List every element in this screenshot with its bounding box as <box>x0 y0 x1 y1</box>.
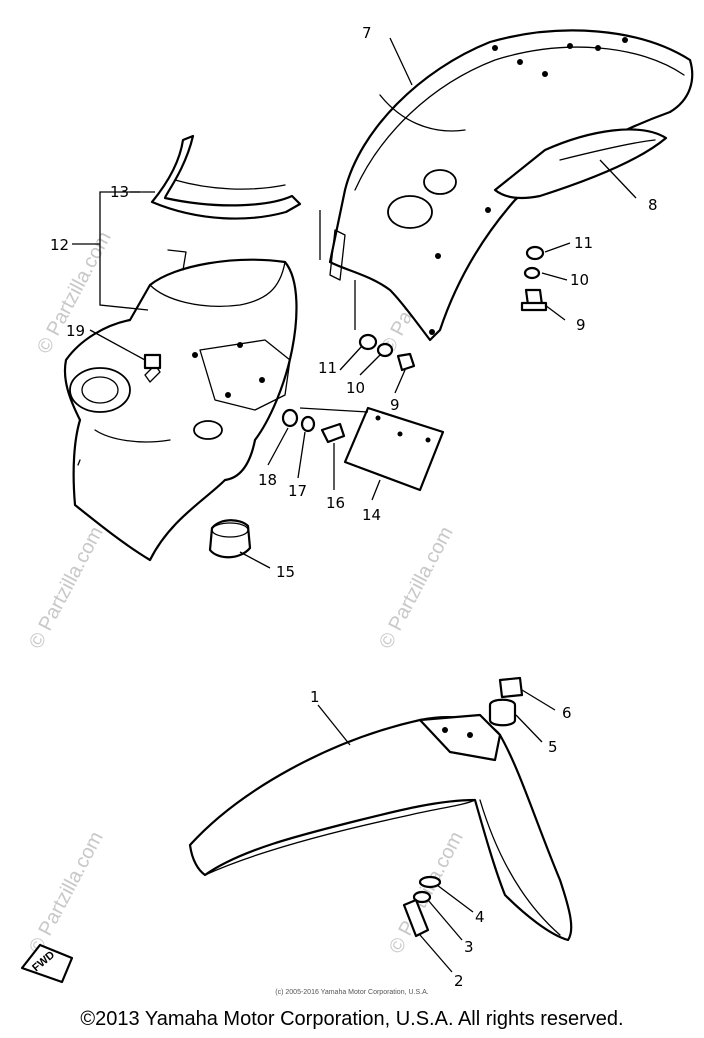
leader-lines <box>72 37 637 973</box>
callout-9: 9 <box>390 396 400 414</box>
callout-12: 12 <box>50 236 69 254</box>
watermark: © Partzilla.com <box>25 828 108 957</box>
parts-9-11-left <box>358 333 416 372</box>
footer-copyright: ©2013 Yamaha Motor Corporation, U.S.A. A… <box>80 1008 624 1030</box>
callout-11: 11 <box>318 359 337 377</box>
part-14-plate <box>343 406 445 492</box>
callout-13: 13 <box>110 183 129 201</box>
callout-17: 17 <box>288 482 307 500</box>
watermark: © Partzilla.com <box>25 523 108 652</box>
part-13-stay <box>150 134 302 220</box>
part-12-housing <box>63 249 298 562</box>
watermark: © Partzilla.com <box>375 523 458 652</box>
callout-10: 10 <box>346 379 365 397</box>
parts-2-4 <box>402 875 442 938</box>
callout-7: 7 <box>362 24 372 42</box>
part-1-front-fender <box>188 713 573 942</box>
callout-11: 11 <box>574 234 593 252</box>
callout-6: 6 <box>562 704 572 722</box>
callout-8: 8 <box>648 196 658 214</box>
callout-9: 9 <box>576 316 586 334</box>
callout-5: 5 <box>548 738 558 756</box>
parts-5-6 <box>488 676 524 727</box>
callouts: 7 8 11 10 9 11 10 9 13 12 19 18 17 16 14… <box>50 24 658 990</box>
callout-3: 3 <box>464 938 474 956</box>
parts-9-11-right <box>520 245 548 312</box>
callout-1: 1 <box>310 688 320 706</box>
callout-16: 16 <box>326 494 345 512</box>
callout-10: 10 <box>570 271 589 289</box>
callout-18: 18 <box>258 471 277 489</box>
small-copyright: (c) 2005-2016 Yamaha Motor Corporation, … <box>275 989 429 996</box>
fwd-arrow: FWD <box>20 943 74 984</box>
part-8-flap <box>493 128 668 200</box>
callout-19: 19 <box>66 322 85 340</box>
callout-15: 15 <box>276 563 295 581</box>
callout-4: 4 <box>475 908 485 926</box>
callout-2: 2 <box>454 972 464 990</box>
callout-14: 14 <box>362 506 381 524</box>
part-19-clip <box>143 353 162 370</box>
parts-16-18-fasteners <box>281 408 346 444</box>
part-15-grommet <box>208 519 252 559</box>
